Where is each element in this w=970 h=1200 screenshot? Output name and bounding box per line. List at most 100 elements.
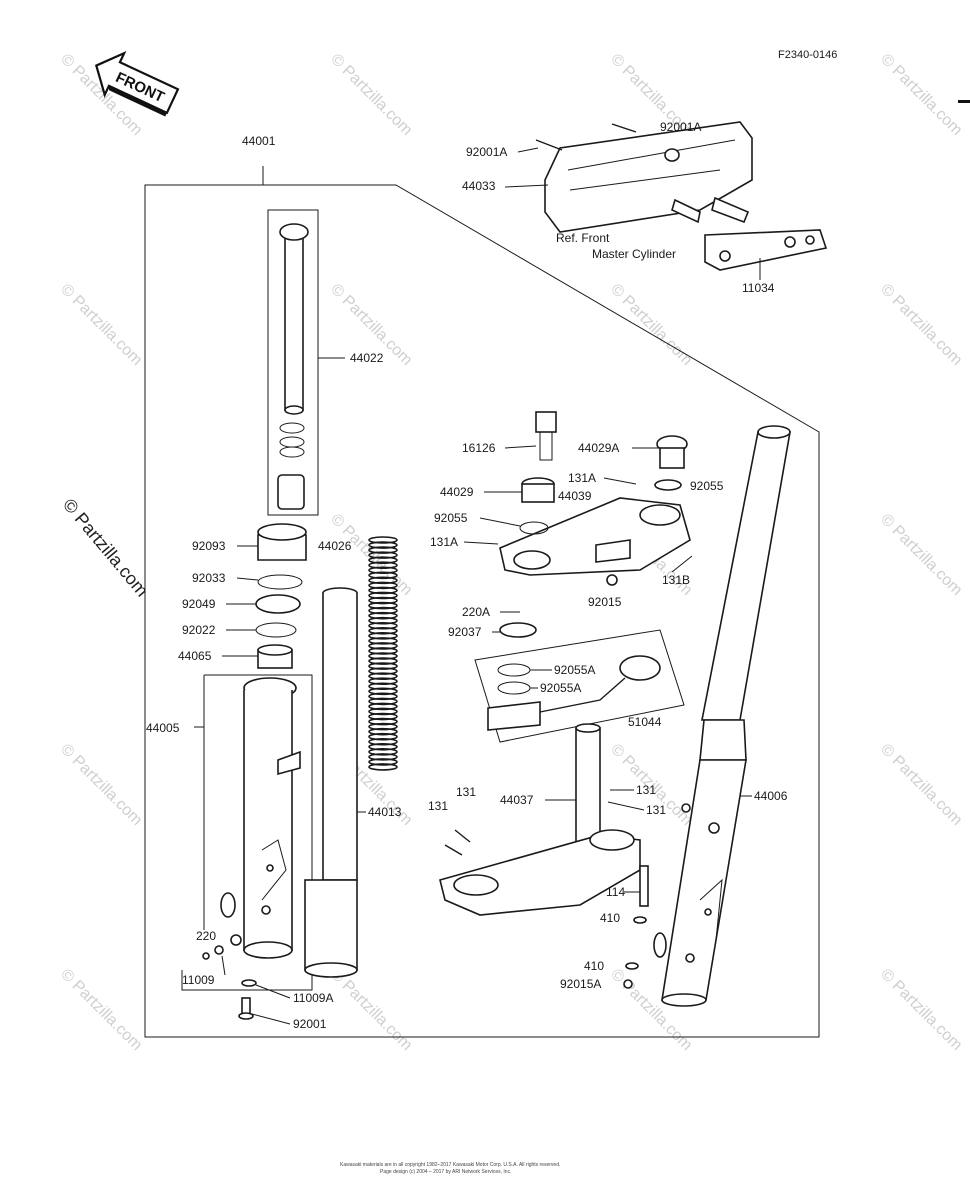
label-11034: 11034 bbox=[742, 281, 775, 295]
spring-coil bbox=[368, 662, 398, 670]
label-92055: 92055 bbox=[434, 511, 468, 525]
watermark-text: © Partzilla.com bbox=[57, 966, 145, 1054]
watermark-text: © Partzilla.com bbox=[877, 281, 965, 369]
spring-coil bbox=[368, 626, 398, 635]
watermark-text: © Partzilla.com bbox=[327, 966, 415, 1054]
label-410: 410 bbox=[600, 911, 620, 925]
watermark-text: © Partzilla.com bbox=[877, 51, 965, 139]
label-92049: 92049 bbox=[182, 597, 216, 611]
watermark-text: © Partzilla.com bbox=[607, 281, 695, 369]
spring-coil bbox=[368, 546, 398, 554]
label-16126: 16126 bbox=[462, 441, 496, 455]
spring-coil bbox=[368, 742, 398, 751]
spring-coil bbox=[368, 692, 398, 701]
label-44039: 44039 bbox=[558, 489, 592, 503]
inner-tube-part bbox=[277, 223, 309, 510]
stem-top-part bbox=[521, 477, 555, 503]
top-bracket-part bbox=[499, 497, 691, 576]
spring-coil bbox=[368, 566, 398, 575]
spring-coil bbox=[368, 702, 398, 711]
label-92001: 92001 bbox=[293, 1017, 327, 1031]
spring-coil bbox=[368, 571, 398, 580]
label-92055A: 92055A bbox=[554, 663, 595, 677]
label-92037: 92037 bbox=[448, 625, 482, 639]
label-131: 131 bbox=[456, 785, 476, 799]
label-44013: 44013 bbox=[368, 805, 402, 819]
label-131: 131 bbox=[646, 803, 666, 817]
spring-coil bbox=[368, 732, 398, 741]
watermark-text: © Partzilla.com bbox=[877, 966, 965, 1054]
spring-coil bbox=[368, 591, 398, 600]
label-220A: 220A bbox=[462, 605, 490, 619]
label-44029: 44029 bbox=[440, 485, 474, 499]
label-131: 131 bbox=[428, 799, 448, 813]
label-11009A: 11009A bbox=[293, 991, 333, 1005]
label-44005: 44005 bbox=[146, 721, 180, 735]
watermark-text: © Partzilla.com bbox=[877, 741, 965, 829]
label-92001A: 92001A bbox=[466, 145, 507, 159]
label-92015: 92015 bbox=[588, 595, 622, 609]
label-44022: 44022 bbox=[350, 351, 384, 365]
spring-coil bbox=[368, 581, 398, 590]
spring-coil bbox=[368, 616, 398, 625]
spring-coil bbox=[368, 667, 398, 675]
spring-coil bbox=[368, 697, 398, 706]
spring-coil bbox=[368, 596, 398, 605]
spring-coil bbox=[368, 748, 398, 756]
ref-note-line1: Ref. Front bbox=[556, 231, 610, 245]
seal-stack bbox=[255, 523, 307, 669]
spring-coil bbox=[368, 717, 398, 726]
steering-stem-part bbox=[439, 723, 641, 916]
label-44029A: 44029A bbox=[578, 441, 619, 455]
label-92022: 92022 bbox=[182, 623, 216, 637]
spring-coil bbox=[368, 632, 398, 640]
spring-coil bbox=[368, 672, 398, 680]
cap-bolt-part bbox=[656, 435, 688, 469]
label-410: 410 bbox=[584, 959, 604, 973]
stem-nut-part bbox=[535, 411, 557, 461]
label-131A: 131A bbox=[430, 535, 458, 549]
spring-coil bbox=[368, 621, 398, 630]
watermark-text: © Partzilla.com bbox=[57, 741, 145, 829]
outer-tube-left-part bbox=[220, 677, 301, 959]
watermark-text: © Partzilla.com bbox=[327, 51, 415, 139]
label-44006: 44006 bbox=[754, 789, 788, 803]
spring-coil bbox=[368, 727, 398, 736]
watermark-text: © Partzilla.com bbox=[327, 511, 415, 599]
spring-coil bbox=[368, 586, 398, 595]
label-92055A: 92055A bbox=[540, 681, 581, 695]
outer-tube-right-part bbox=[653, 425, 791, 1007]
spring-coil bbox=[368, 637, 398, 645]
label-131B: 131B bbox=[662, 573, 690, 587]
spring-coil bbox=[368, 611, 398, 620]
label-92033: 92033 bbox=[192, 571, 226, 585]
spring-coil bbox=[368, 682, 398, 691]
assembly-outline bbox=[144, 184, 820, 1038]
spring-coil bbox=[368, 561, 398, 570]
spring-coil bbox=[368, 763, 398, 771]
spring-coil bbox=[368, 556, 398, 564]
spring-coil bbox=[368, 707, 398, 716]
spring-coil bbox=[368, 551, 398, 559]
spring-coil bbox=[368, 737, 398, 746]
watermark-text: © Partzilla.com bbox=[877, 511, 965, 599]
label-131: 131 bbox=[636, 783, 656, 797]
label-11009: 11009 bbox=[182, 973, 215, 987]
handlebar-part bbox=[544, 121, 828, 271]
copyright-line2: Page design (c) 2004 – 2017 by ARI Netwo… bbox=[380, 1169, 511, 1175]
front-arrow-icon: FRONT bbox=[94, 50, 180, 117]
copyright-line1: Kawasaki materials are in all copyright … bbox=[340, 1162, 560, 1168]
label-114: 114 bbox=[606, 885, 625, 899]
spring-coil bbox=[368, 722, 398, 731]
spring-coil bbox=[368, 642, 398, 650]
spring-coil bbox=[368, 657, 398, 665]
spring-coil bbox=[368, 758, 398, 766]
spring-part bbox=[368, 536, 398, 771]
ref-note-line2: Master Cylinder bbox=[592, 247, 676, 261]
watermark-text: © Partzilla.com bbox=[57, 281, 145, 369]
bolt-92001-part bbox=[238, 997, 254, 1020]
label-92055: 92055 bbox=[690, 479, 724, 493]
figure-code: F2340-0146 bbox=[778, 49, 837, 61]
damper-rod-part bbox=[304, 587, 358, 978]
spring-coil bbox=[368, 536, 398, 544]
